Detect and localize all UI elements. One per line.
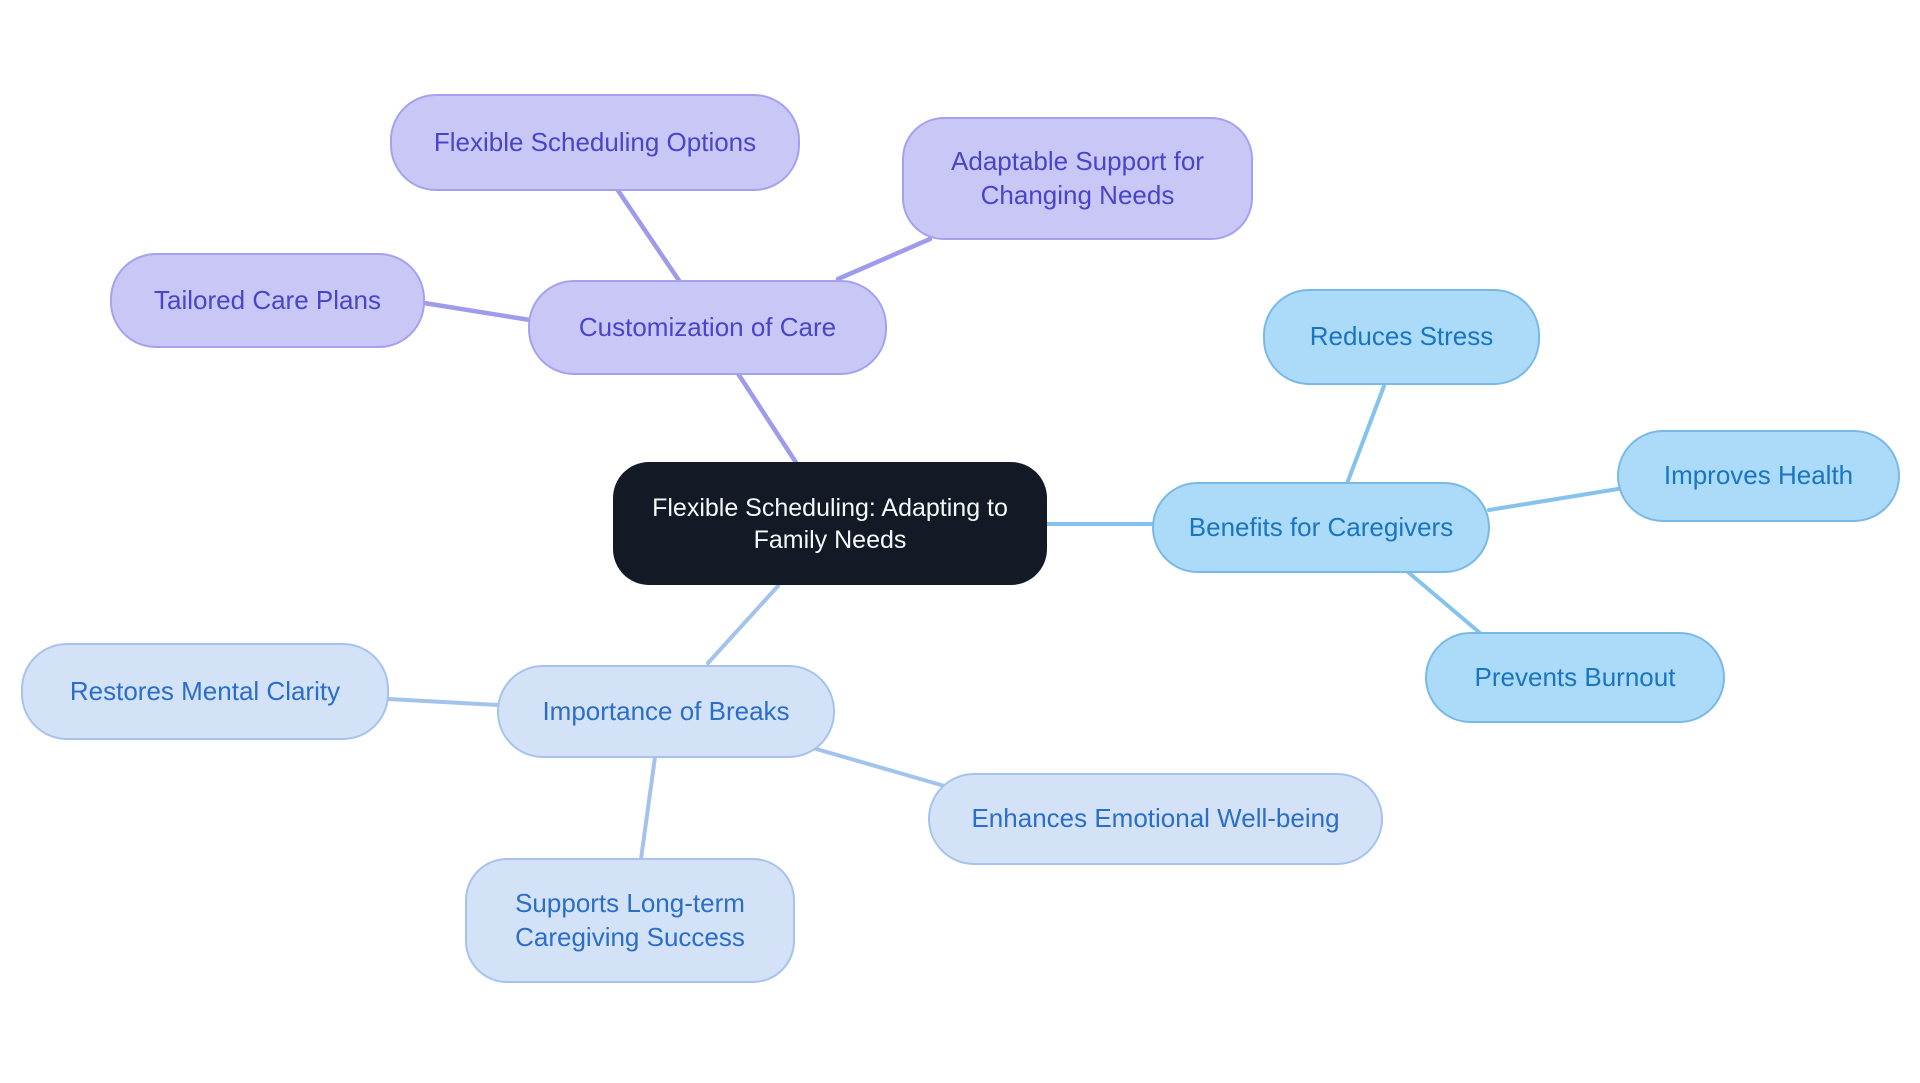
node-label: Reduces Stress xyxy=(1309,321,1494,352)
child-node-flexible-scheduling-options[interactable]: Flexible Scheduling Options xyxy=(390,94,800,191)
child-node-reduces-stress[interactable]: Reduces Stress xyxy=(1263,289,1540,385)
node-label: Supports Long-term Caregiving Success xyxy=(515,888,745,952)
child-node-adaptable-support-for-changing-needs[interactable]: Adaptable Support for Changing Needs xyxy=(902,117,1253,240)
connector-importance-restores-mental-clarity xyxy=(386,697,500,707)
connector-benefits-reduces-stress xyxy=(1346,384,1386,483)
node-label: Improves Health xyxy=(1663,460,1854,491)
branch-node-customization-of-care[interactable]: Customization of Care xyxy=(528,280,887,375)
node-label: Benefits for Caregivers xyxy=(1188,511,1454,542)
child-node-tailored-care-plans[interactable]: Tailored Care Plans xyxy=(110,253,425,348)
node-label: Enhances Emotional Well-being xyxy=(971,803,1340,834)
connector-importance-enhances-wellbeing xyxy=(804,744,950,789)
node-label: Restores Mental Clarity xyxy=(69,675,341,706)
node-label: Flexible Scheduling Options xyxy=(433,126,757,157)
node-label: Importance of Breaks xyxy=(542,695,790,726)
branch-node-importance-of-breaks[interactable]: Importance of Breaks xyxy=(497,665,835,758)
node-label: Prevents Burnout xyxy=(1474,661,1676,692)
connector-importance-supports-longterm xyxy=(639,755,657,861)
connector-customization-flexible-scheduling-options xyxy=(614,186,683,285)
node-label: Adaptable Support for Changing Needs xyxy=(951,146,1204,210)
connector-customization-adaptable-support xyxy=(835,236,933,282)
child-node-restores-mental-clarity[interactable]: Restores Mental Clarity xyxy=(21,643,389,740)
node-label: Customization of Care xyxy=(578,311,837,342)
node-label: Flexible Scheduling: Adapting to Family … xyxy=(652,493,1008,554)
root-node-flexible-scheduling[interactable]: Flexible Scheduling: Adapting to Family … xyxy=(613,462,1047,585)
connector-benefits-prevents-burnout xyxy=(1406,570,1482,635)
connector-root-importance xyxy=(706,584,780,665)
child-node-supports-long-term-caregiving-success[interactable]: Supports Long-term Caregiving Success xyxy=(465,858,795,983)
child-node-enhances-emotional-well-being[interactable]: Enhances Emotional Well-being xyxy=(928,773,1383,865)
child-node-improves-health[interactable]: Improves Health xyxy=(1617,430,1900,522)
child-node-prevents-burnout[interactable]: Prevents Burnout xyxy=(1425,632,1725,723)
connector-benefits-improves-health xyxy=(1487,487,1620,512)
branch-node-benefits-for-caregivers[interactable]: Benefits for Caregivers xyxy=(1152,482,1490,573)
node-label: Tailored Care Plans xyxy=(154,284,381,315)
connector-root-customization xyxy=(734,369,800,467)
connector-customization-tailored-care-plans xyxy=(421,300,533,323)
